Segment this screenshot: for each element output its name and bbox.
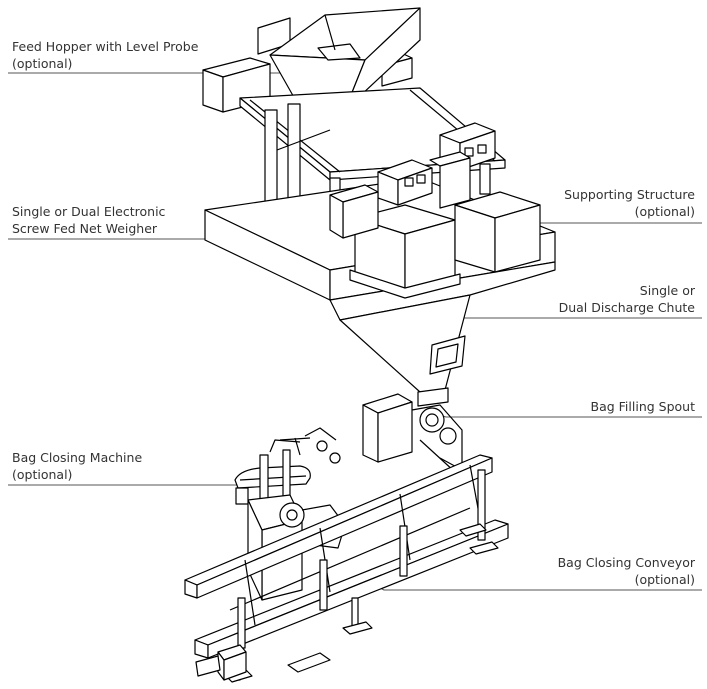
label-closing-machine-line1: Bag Closing Machine: [12, 450, 143, 465]
label-closing-machine: Bag Closing Machine (optional): [12, 449, 142, 483]
label-discharge-chute-line2: Dual Discharge Chute: [558, 300, 695, 315]
label-feed-hopper-line2: (optional): [12, 56, 73, 71]
leader-discharge-chute: [451, 317, 702, 361]
label-supporting-structure: Supporting Structure (optional): [564, 186, 695, 220]
label-discharge-chute: Single or Dual Discharge Chute: [559, 282, 695, 316]
label-supporting-structure-line1: Supporting Structure: [564, 187, 695, 202]
label-closing-conveyor-line2: (optional): [634, 572, 695, 587]
label-filling-spout-line1: Bag Filling Spout: [590, 399, 696, 414]
label-filling-spout: Bag Filling Spout: [591, 398, 696, 415]
label-discharge-chute-line1: Single or: [639, 283, 695, 298]
label-feed-hopper-line1: Feed Hopper with Level Probe: [12, 39, 199, 54]
leader-closing-machine: [8, 484, 269, 493]
discharge-chute: [339, 294, 471, 407]
bag-closing-conveyor: [184, 454, 509, 683]
label-closing-conveyor-line1: Bag Closing Conveyor: [557, 555, 695, 570]
label-net-weigher-line1: Single or Dual Electronic: [12, 204, 166, 219]
label-closing-machine-line2: (optional): [12, 467, 73, 482]
weigher-units: [329, 122, 541, 299]
label-feed-hopper: Feed Hopper with Level Probe (optional): [12, 38, 198, 72]
label-supporting-structure-line2: (optional): [634, 204, 695, 219]
label-net-weigher: Single or Dual Electronic Screw Fed Net …: [12, 203, 165, 237]
label-closing-conveyor: Bag Closing Conveyor (optional): [558, 554, 695, 588]
bag-closing-machine: [234, 427, 346, 601]
label-net-weigher-line2: Screw Fed Net Weigher: [12, 221, 158, 236]
bag-filling-spout: [362, 393, 463, 473]
